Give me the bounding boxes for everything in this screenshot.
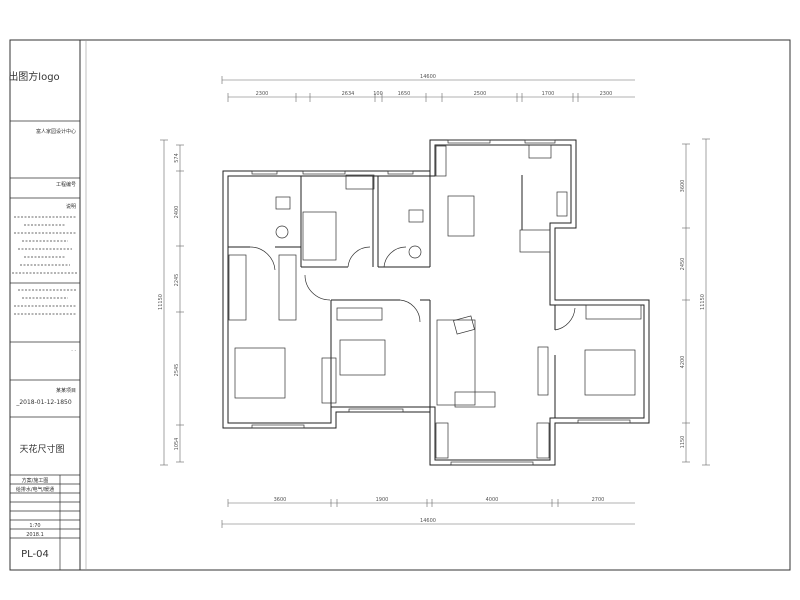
- dim-left-1: 574: [174, 153, 180, 163]
- dim-top-total: 14600: [420, 74, 436, 80]
- dim-top-4: 1650: [398, 91, 411, 97]
- bed-4: [584, 349, 636, 396]
- balcony-cabinet-3: [536, 422, 550, 459]
- dimension-lines: [160, 76, 710, 528]
- dim-right-2: 2450: [680, 258, 686, 271]
- logo-text: 出图方logo: [8, 70, 59, 83]
- sheet-number: PL-04: [21, 549, 49, 560]
- dim-right-1: 3600: [680, 180, 686, 193]
- dim-bottom-3: 4000: [486, 497, 499, 503]
- dim-bottom-total: 14600: [420, 518, 436, 524]
- basin-2: [408, 245, 422, 259]
- dim-right-3: 4200: [680, 356, 686, 369]
- design-row: 方案/施工图: [22, 477, 49, 484]
- dim-top-3: 100: [373, 91, 383, 97]
- shelf: [345, 174, 375, 190]
- toilet-2: [408, 209, 424, 223]
- dim-left-4: 2545: [174, 364, 180, 377]
- kitchen-sink: [528, 144, 552, 159]
- stove: [556, 191, 568, 217]
- interior-walls: [228, 171, 556, 418]
- dim-top-2: 2634: [342, 91, 355, 97]
- bed-1: [234, 347, 286, 399]
- bed-3: [339, 339, 386, 376]
- outer-frame: [9, 39, 791, 571]
- dim-right-4: 1150: [680, 436, 686, 449]
- notes-text: [12, 216, 78, 315]
- wardrobe-3: [336, 307, 383, 321]
- dim-left-3: 2245: [174, 274, 180, 287]
- balcony-cabinet: [435, 145, 447, 177]
- furniture: [228, 144, 642, 459]
- dim-top-7: 2300: [600, 91, 613, 97]
- dim-right-total: 11150: [700, 294, 706, 310]
- armchair: [453, 315, 475, 335]
- dim-left-total: 11150: [158, 294, 164, 310]
- dim-bottom-1: 3600: [274, 497, 287, 503]
- date: 2018.1: [26, 532, 44, 538]
- wardrobe-1: [228, 254, 247, 321]
- windows: [251, 139, 631, 466]
- exterior-wall: [222, 139, 650, 466]
- blank-label: · ·: [71, 348, 76, 354]
- bed-2: [302, 211, 337, 261]
- drawing-title: 天花尺寸图: [19, 443, 64, 455]
- dim-top-1: 2300: [256, 91, 269, 97]
- project-no: 工程编号: [56, 181, 76, 188]
- exterior-wall-inner: [227, 144, 645, 461]
- basin-1: [275, 225, 289, 239]
- floor-plan: [222, 139, 650, 466]
- dim-bottom-2: 1900: [376, 497, 389, 503]
- toilet-1: [275, 196, 291, 210]
- notes-header: 说明: [66, 203, 76, 210]
- dim-bottom-4: 2700: [592, 497, 605, 503]
- wardrobe-4: [585, 304, 642, 320]
- scale: 1:70: [29, 523, 40, 529]
- project-name: 富人家园设计中心: [36, 128, 76, 135]
- balcony-cabinet-2: [435, 422, 449, 459]
- sofa: [454, 391, 496, 408]
- desk: [321, 357, 337, 404]
- fridge: [519, 229, 551, 253]
- wardrobe-2: [278, 254, 297, 321]
- project: 某某项目: [56, 388, 76, 394]
- title-block-grid: [10, 120, 80, 570]
- dim-left-2: 2400: [174, 206, 180, 219]
- dim-left-5: 1054: [174, 438, 180, 451]
- dining-table: [447, 195, 475, 237]
- doors: [249, 246, 576, 331]
- tv-cabinet: [537, 346, 549, 396]
- disciplines-row: 给排水/电气/暖通: [16, 486, 54, 493]
- date-code: _2018-01-12-1850: [15, 399, 71, 406]
- dim-top-6: 1700: [542, 91, 555, 97]
- dim-top-5: 2500: [474, 91, 487, 97]
